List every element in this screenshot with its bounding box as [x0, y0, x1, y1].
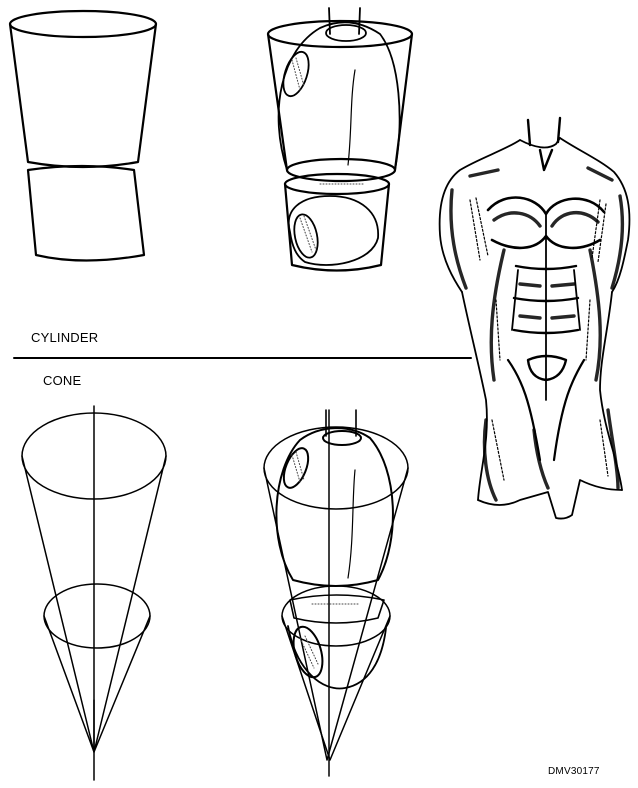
cone-label: CONE [43, 373, 81, 388]
figure-id-label: DMV30177 [548, 766, 600, 777]
cylinder-label: CYLINDER [31, 330, 98, 345]
cylinder-plain-shape [10, 11, 156, 261]
torso-anatomy-shading [451, 168, 622, 500]
cone-torso-shape [264, 410, 408, 776]
cylinder-torso-shape [268, 8, 412, 271]
cone-plain-shape [22, 406, 166, 780]
